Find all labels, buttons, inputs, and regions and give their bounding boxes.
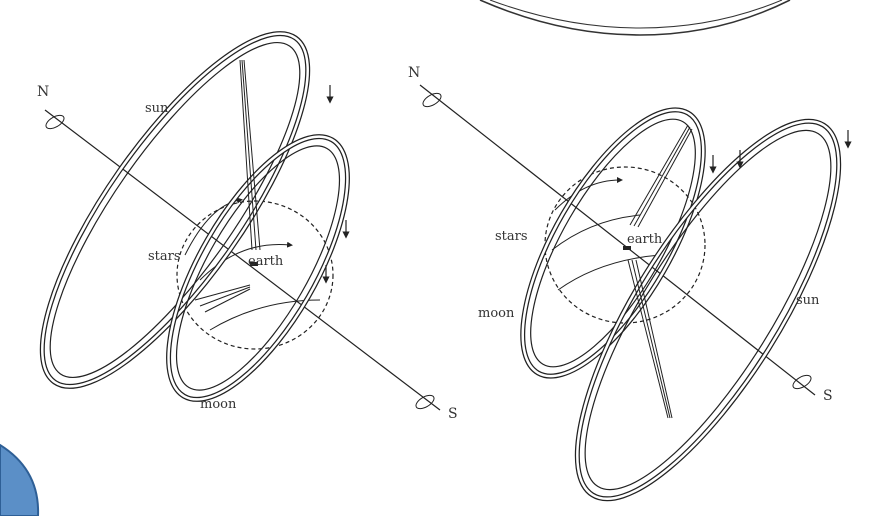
right-celestial-sphere [545,167,705,323]
left-south-rotation-icon [414,393,436,412]
top-arc-decoration [480,0,790,35]
left-moon-label: moon [200,397,237,412]
right-north-rotation-icon [421,91,443,110]
right-sun-label: sun [796,293,820,308]
left-north-rotation-icon [44,113,66,132]
left-sun-rays [240,60,260,250]
right-sun-rays [628,260,672,418]
right-stars-label: stars [495,229,528,244]
left-north-label: N [37,84,49,100]
right-earth-label: earth [627,232,663,247]
right-star-path [555,180,620,210]
left-sun-label: sun [145,101,169,116]
left-celestial-sphere [177,201,333,349]
right-north-label: N [408,65,420,81]
right-south-label: S [823,388,833,404]
right-moon-label: moon [478,306,515,321]
left-south-label: S [448,406,458,422]
right-polar-axis [420,85,815,395]
left-diagram [0,0,440,425]
left-stars-label: stars [148,249,181,264]
left-sun-ring [0,0,351,421]
left-earth-label: earth [248,254,284,269]
top-arc-decoration-inner [490,0,782,28]
corner-blue-shape [0,445,38,516]
right-south-rotation-icon [791,373,813,392]
left-polar-axis [45,110,440,410]
